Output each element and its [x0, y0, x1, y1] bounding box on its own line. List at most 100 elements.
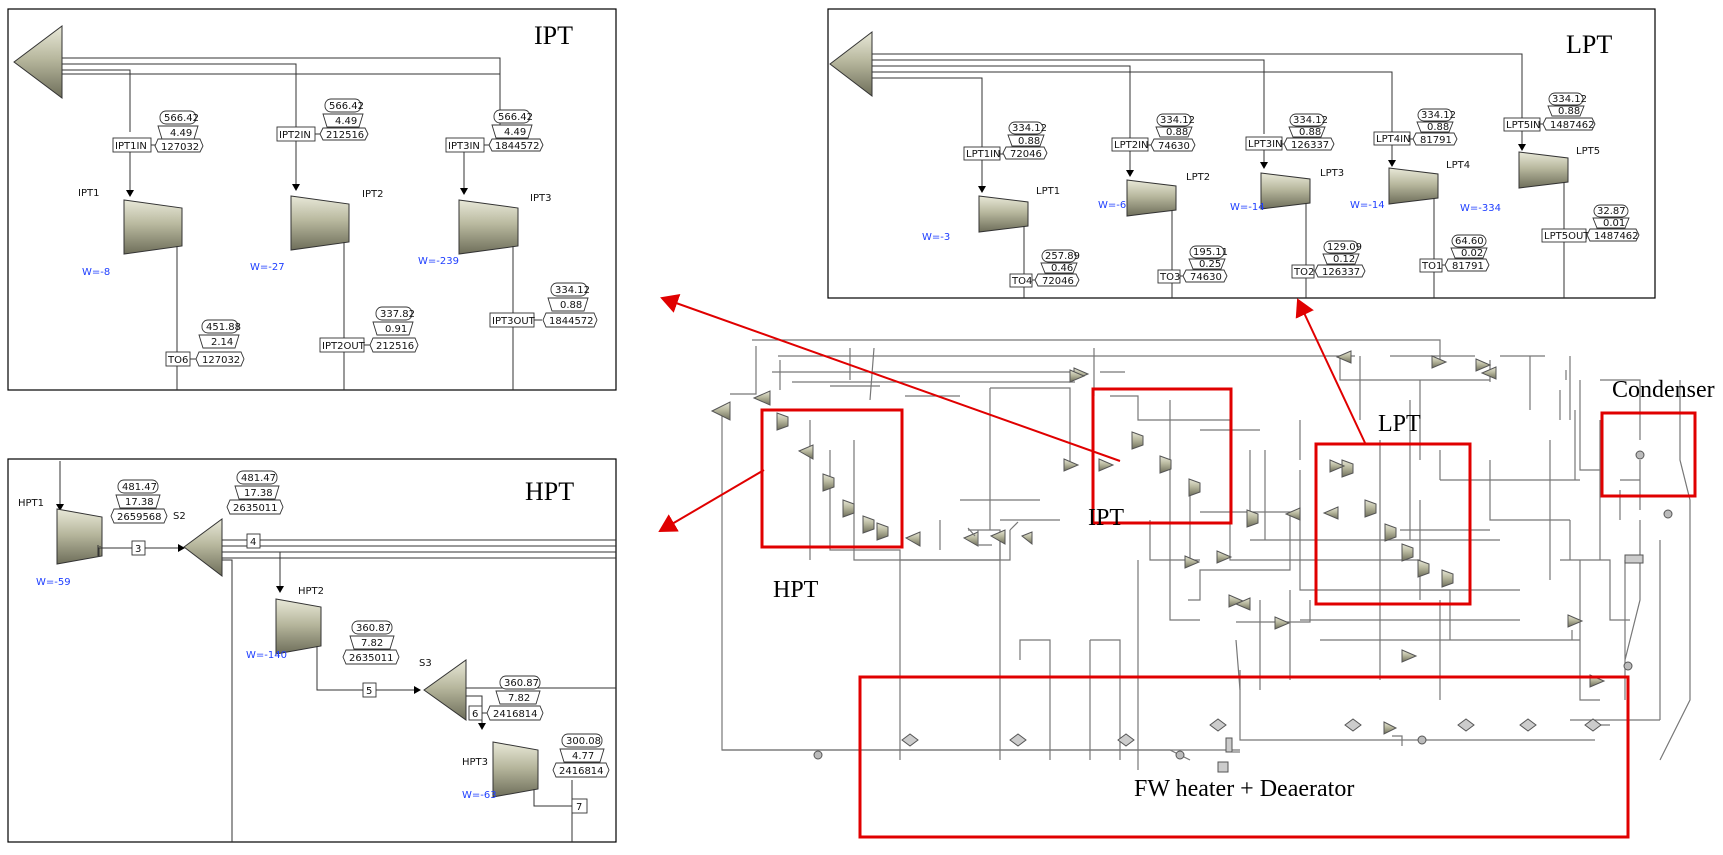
lpt2-in-p: 0.88	[1166, 127, 1188, 138]
lpt2-work: W=-6	[1098, 200, 1126, 211]
ipt3-unit: IPT3IN 566.42 4.49 1844572 IPT3 W=-239 I…	[418, 109, 598, 390]
lpt2-out-f: 74630	[1190, 272, 1222, 283]
lpt3-outlet-label: TO2	[1293, 267, 1314, 278]
lpt1-outlet-label: TO4	[1011, 276, 1032, 287]
overview-equipment-icons	[710, 350, 1673, 773]
lpt2-inlet-label: LPT2IN	[1114, 140, 1149, 151]
hpt-s4-t: 481.47	[241, 473, 276, 484]
ipt2-work: W=-27	[250, 262, 285, 273]
condenser-label: Condenser	[1612, 377, 1715, 403]
ipt1-inlet-label: IPT1IN	[115, 141, 147, 152]
hpt1-name: HPT1	[18, 498, 44, 509]
ipt1-outlet-tags: 451.88 2.14 127032	[195, 319, 245, 367]
lpt4-unit: LPT4IN 334.12 0.88 81791 LPT4 W=-14 TO1 …	[1350, 108, 1490, 298]
hpt3-name: HPT3	[462, 757, 488, 768]
lpt4-work: W=-14	[1350, 200, 1385, 211]
ipt1-in-f: 127032	[161, 142, 199, 153]
ipt2-unit: IPT2IN 566.42 4.49 212516 IPT2 W=-27 IPT…	[250, 98, 419, 390]
lpt1-in-f: 72046	[1010, 149, 1042, 160]
ipt3-outlet-tags: 334.12 0.88 1844572	[542, 282, 598, 328]
fw-callout-label: FW heater + Deaerator	[1134, 776, 1354, 802]
hpt-stream-5-tags: 360.87 7.82 2635011	[342, 620, 400, 665]
lpt1-turbine-icon	[978, 195, 1029, 233]
ipt3-in-f: 1844572	[495, 141, 540, 152]
hpt-stream-3-tags: 481.47 17.38 2659568	[110, 479, 168, 524]
ipt-panel: IPT IPT1IN 566.42 4.49 127032 IPT1 W=-8	[7, 8, 617, 391]
hpt2-turbine-icon	[275, 598, 322, 655]
ipt1-inlet-tags: 566.42 4.49 127032	[154, 110, 204, 153]
hpt-s7-f: 2416814	[559, 766, 604, 777]
ipt1-outlet-label: TO6	[167, 355, 188, 366]
hpt-s2-label: S2	[173, 511, 186, 522]
lpt-splitter-icon	[829, 30, 873, 98]
hpt-callout-label: HPT	[773, 577, 819, 603]
hpt-stream-4-tags: 481.47 17.38 2635011	[226, 470, 284, 515]
lpt4-out-p: 0.02	[1461, 248, 1483, 259]
lpt5-inlet-label: LPT5IN	[1506, 120, 1541, 131]
hpt-s6-t: 360.87	[504, 678, 539, 689]
lpt3-work: W=-14	[1230, 202, 1265, 213]
ipt3-in-p: 4.49	[504, 127, 526, 138]
ipt2-in-p: 4.49	[335, 116, 357, 127]
hpt3-turbine-icon	[492, 741, 539, 798]
ipt-panel-title: IPT	[534, 21, 573, 50]
lpt3-in-f: 126337	[1291, 140, 1329, 151]
ipt2-name: IPT2	[362, 189, 383, 200]
ipt1-out-p: 2.14	[211, 337, 233, 348]
ipt3-work: W=-239	[418, 256, 459, 267]
lpt5-unit: LPT5IN 334.12 0.88 1487462 LPT5 W=-334 L…	[1460, 92, 1640, 298]
lpt5-outlet-label: LPT5OUT	[1544, 231, 1590, 242]
lpt1-in-p: 0.88	[1018, 136, 1040, 147]
lpt2-out-t: 195.11	[1193, 247, 1228, 258]
condenser-highlight-box	[1600, 411, 1697, 498]
lpt1-inlet-label: LPT1IN	[966, 149, 1001, 160]
lpt-panel-frame	[827, 8, 1656, 299]
lpt1-out-p: 0.46	[1051, 263, 1073, 274]
hpt-stream-7-tags: 300.08 4.77 2416814	[552, 733, 610, 778]
hpt-panel: HPT HPT1 W=-59 3 481.47 17.38 2659568 S2…	[7, 458, 617, 843]
ipt-highlight-box	[1091, 387, 1233, 525]
lpt2-unit: LPT2IN 334.12 0.88 74630 LPT2 W=-6 TO3 1…	[1098, 113, 1228, 298]
lpt5-in-p: 0.88	[1558, 106, 1580, 117]
hpt-s3-f: 2659568	[117, 512, 162, 523]
hpt-s6-f: 2416814	[493, 709, 538, 720]
lpt-highlight-box	[1314, 442, 1472, 606]
lpt1-name: LPT1	[1036, 186, 1060, 197]
ipt1-work: W=-8	[82, 267, 110, 278]
lpt5-out-t: 32.87	[1597, 206, 1626, 217]
ipt2-out-p: 0.91	[385, 324, 407, 335]
s2-splitter-icon	[183, 518, 223, 578]
lpt4-in-f: 81791	[1420, 135, 1452, 146]
ipt2-outlet-tags: 337.82 0.91 212516	[369, 306, 419, 353]
ipt1-turbine-icon	[123, 199, 183, 255]
hpt-stream-6-tags: 360.87 7.82 2416814	[486, 675, 544, 721]
lpt4-outlet-label: TO1	[1421, 261, 1442, 272]
lpt2-in-t: 334.12	[1160, 115, 1195, 126]
lpt2-outlet-label: TO3	[1159, 272, 1180, 283]
ipt1-unit: IPT1IN 566.42 4.49 127032 IPT1 W=-8 TO6 …	[78, 110, 245, 390]
ipt1-in-p: 4.49	[170, 128, 192, 139]
hpt3-work: W=-63	[462, 790, 497, 801]
ipt3-out-t: 334.12	[555, 285, 590, 296]
lpt5-turbine-icon	[1518, 151, 1569, 189]
ipt3-out-p: 0.88	[560, 300, 582, 311]
hpt-s4-f: 2635011	[233, 503, 278, 514]
ipt2-in-f: 212516	[326, 130, 364, 141]
ipt2-out-f: 212516	[376, 341, 414, 352]
lpt2-in-f: 74630	[1158, 141, 1190, 152]
hpt-stream-7-num: 7	[576, 802, 582, 813]
lpt2-out-p: 0.25	[1199, 259, 1221, 270]
lpt4-in-p: 0.88	[1427, 122, 1449, 133]
hpt-highlight-box	[760, 408, 904, 549]
lpt4-turbine-icon	[1388, 167, 1439, 205]
hpt-s3-p: 17.38	[125, 497, 154, 508]
ipt2-in-t: 566.42	[329, 101, 364, 112]
lpt-callout-label: LPT	[1378, 411, 1421, 437]
lpt3-turbine-icon	[1260, 172, 1311, 210]
lpt3-name: LPT3	[1320, 168, 1344, 179]
s3-splitter-icon	[423, 659, 467, 721]
hpt-s6-p: 7.82	[508, 693, 530, 704]
hpt-s5-t: 360.87	[356, 623, 391, 634]
lpt1-unit: LPT1IN 334.12 0.88 72046 LPT1 W=-3 TO4 2…	[922, 121, 1080, 298]
